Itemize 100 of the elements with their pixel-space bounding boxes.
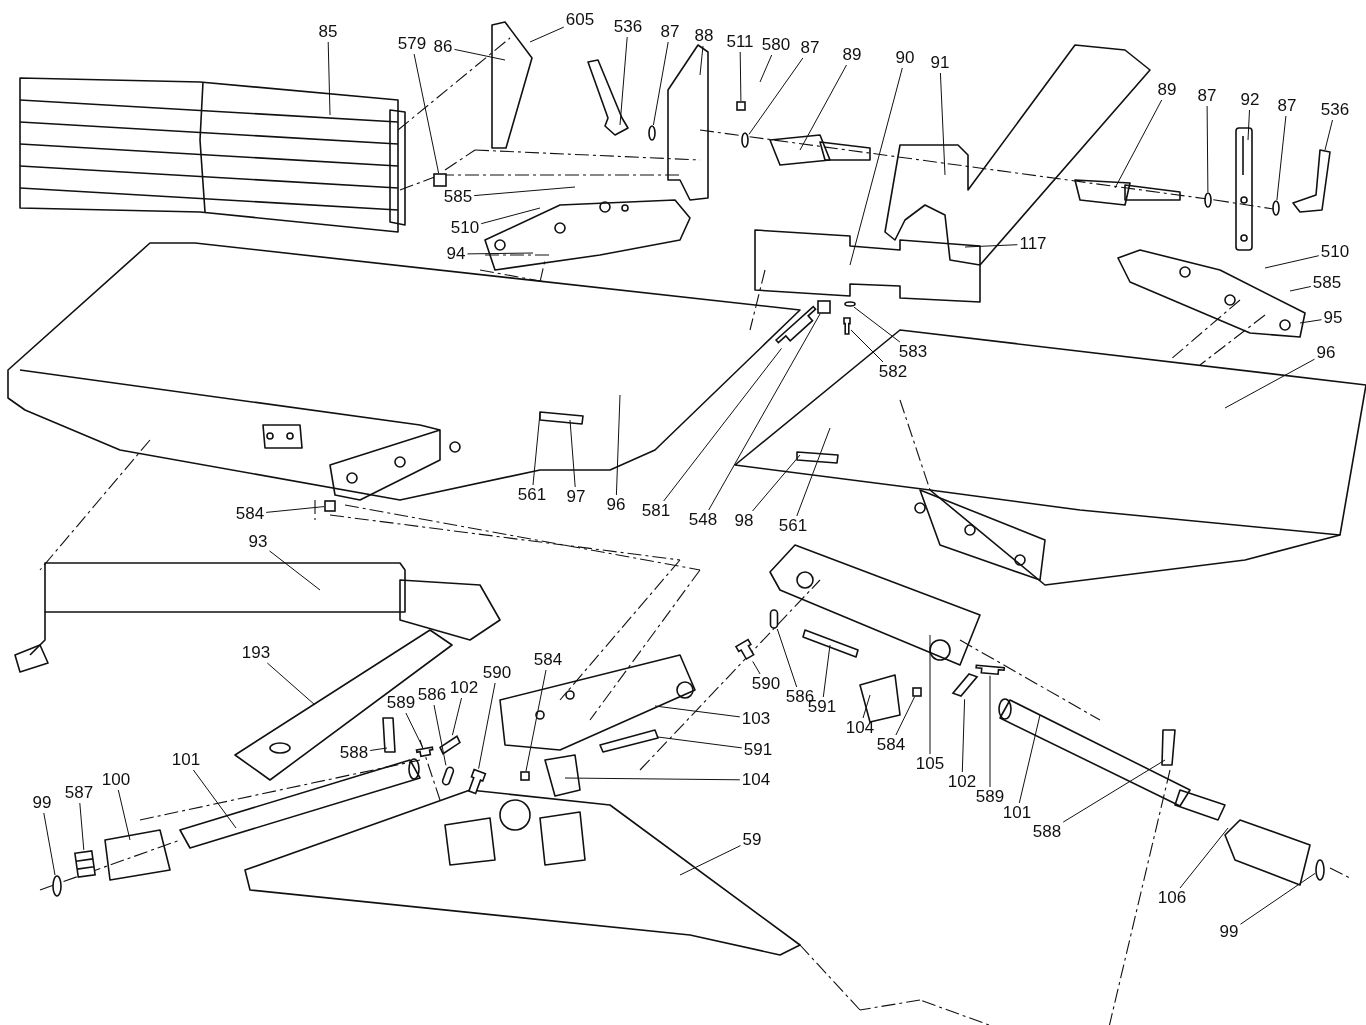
- callout-number: 93: [247, 533, 269, 551]
- callout-number: 88: [693, 27, 715, 45]
- callout-number: 89: [841, 46, 863, 64]
- leader-line: [266, 662, 316, 706]
- leader-line: [454, 48, 506, 61]
- callout-number: 585: [442, 188, 474, 206]
- leader-line: [1264, 255, 1320, 269]
- leader-line: [862, 694, 871, 719]
- leader-line: [480, 207, 541, 225]
- leader-line: [1018, 714, 1041, 804]
- leader-line: [433, 704, 447, 766]
- callout-number: 94: [445, 245, 467, 263]
- leader-line: [413, 53, 440, 174]
- callout-number: 92: [1239, 91, 1261, 109]
- latch-plate: [439, 735, 461, 755]
- callout-number: 102: [946, 773, 978, 791]
- callout-number: 90: [894, 49, 916, 67]
- leader-line: [929, 634, 931, 755]
- leader-line: [1179, 827, 1229, 889]
- leader-line: [1224, 358, 1315, 409]
- callout-number: 590: [481, 664, 513, 682]
- callout-number: 579: [396, 35, 428, 53]
- callout-number: 588: [338, 744, 370, 762]
- screw: [975, 664, 1006, 676]
- callout-number: 589: [974, 788, 1006, 806]
- callout-number: 96: [605, 496, 627, 514]
- callout-number: 100: [100, 771, 132, 789]
- callout-number: 89: [1156, 81, 1178, 99]
- nut: [817, 300, 831, 314]
- washer: [1204, 192, 1212, 208]
- callout-number: 101: [1001, 804, 1033, 822]
- callout-number: 536: [1319, 101, 1351, 119]
- leader-line: [708, 313, 821, 511]
- callout-number: 511: [725, 33, 755, 51]
- callout-number: 510: [1319, 243, 1351, 261]
- leader-line: [752, 660, 761, 675]
- leader-line: [615, 394, 621, 496]
- leader-line: [776, 628, 798, 688]
- leader-line: [269, 550, 321, 591]
- washer: [52, 875, 62, 897]
- leader-line: [1114, 99, 1163, 189]
- washer: [1272, 200, 1280, 216]
- callout-number: 87: [1196, 87, 1218, 105]
- callout-number: 106: [1156, 889, 1188, 907]
- callout-number: 584: [875, 736, 907, 754]
- leader-line: [796, 427, 831, 517]
- leader-line: [1324, 119, 1333, 151]
- callout-number: 586: [416, 686, 448, 704]
- callout-number: 101: [170, 751, 202, 769]
- nut: [736, 101, 746, 111]
- callout-number: 590: [750, 675, 782, 693]
- threaded-sleeve: [74, 850, 96, 878]
- bolt: [734, 638, 755, 661]
- callout-number: 105: [914, 755, 946, 773]
- bolt: [774, 305, 817, 344]
- callout-number: 86: [432, 38, 454, 56]
- leader-line: [961, 698, 966, 773]
- screw: [415, 746, 434, 758]
- callout-number: 587: [63, 784, 95, 802]
- leader-line: [327, 41, 331, 116]
- leader-line: [822, 644, 831, 698]
- leader-line: [752, 454, 801, 512]
- bolt: [467, 768, 487, 795]
- leader-line: [1240, 872, 1316, 925]
- leader-line: [850, 329, 884, 363]
- leader-line: [467, 252, 534, 255]
- washer: [1315, 859, 1325, 881]
- callout-number: 87: [659, 23, 681, 41]
- leader-line: [939, 72, 946, 176]
- callout-number: 117: [1018, 235, 1048, 253]
- callout-number: 589: [385, 694, 417, 712]
- latch-plate: [951, 673, 979, 697]
- callout-number: 548: [687, 511, 719, 529]
- washer: [844, 301, 856, 307]
- leader-line: [657, 736, 743, 749]
- leader-line: [1289, 286, 1312, 292]
- callout-number: 59: [741, 831, 763, 849]
- leader-line: [989, 675, 991, 788]
- callout-number: 103: [740, 710, 772, 728]
- callout-number: 536: [612, 18, 644, 36]
- callout-number: 584: [234, 505, 266, 523]
- washer: [648, 125, 656, 141]
- callout-number: 96: [1315, 344, 1337, 362]
- leader-line: [663, 347, 782, 502]
- leader-line: [759, 54, 773, 83]
- nut: [912, 687, 922, 697]
- callout-number: 102: [448, 679, 480, 697]
- callout-number: 97: [565, 488, 587, 506]
- callout-number: 510: [449, 219, 481, 237]
- callout-number: 561: [777, 517, 809, 535]
- leader-line: [849, 67, 903, 266]
- leader-line: [265, 506, 325, 513]
- callout-number: 91: [929, 54, 951, 72]
- leader-line: [799, 64, 847, 151]
- leader-line: [964, 244, 1018, 248]
- callout-number: 104: [844, 719, 876, 737]
- leader-line: [117, 789, 131, 841]
- leader-line: [473, 186, 576, 197]
- leader-line: [369, 747, 388, 751]
- leader-line: [478, 682, 496, 770]
